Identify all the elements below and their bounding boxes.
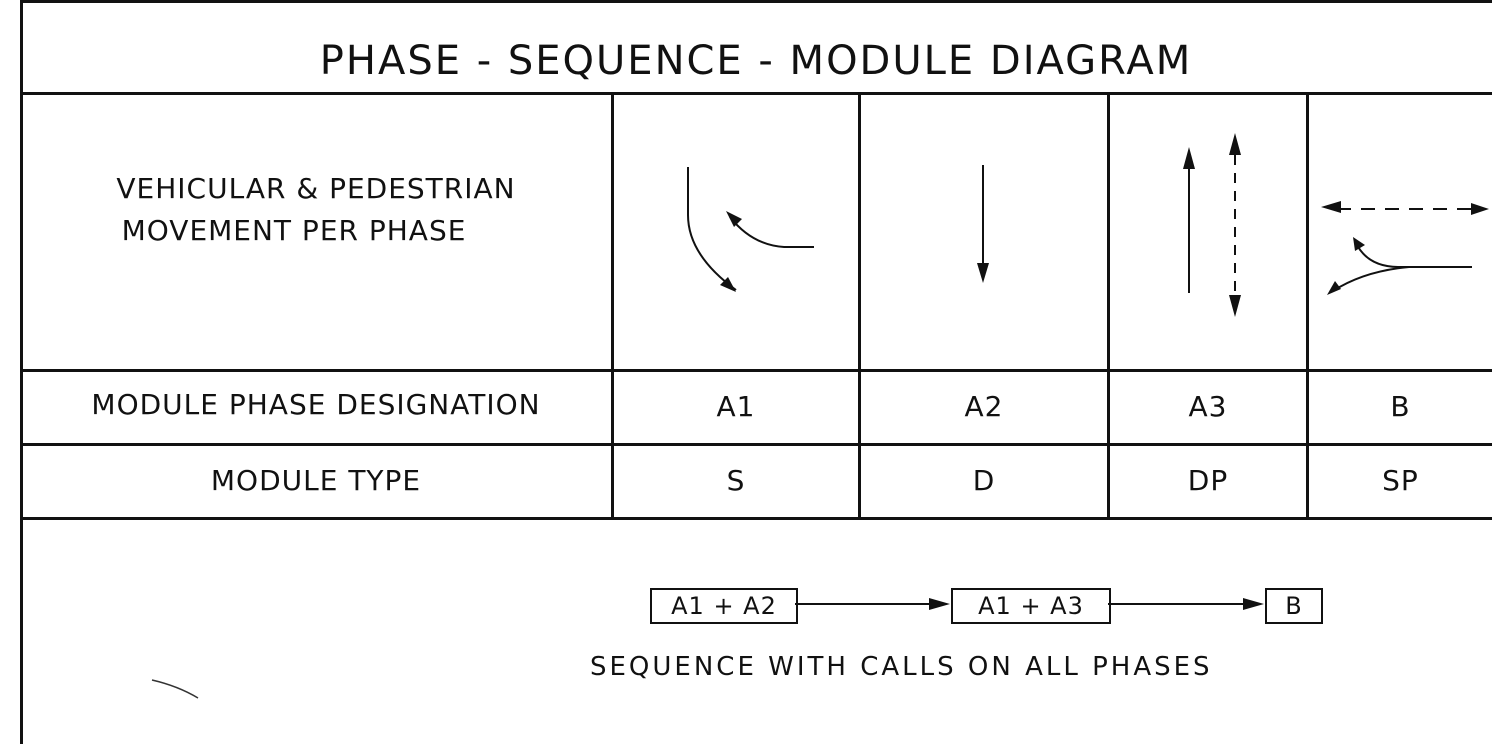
phase-designation-cell: A3 (1188, 390, 1228, 423)
column-divider-1 (611, 95, 614, 520)
column-divider-4 (1306, 95, 1309, 520)
module-type-cell: SP (1382, 464, 1419, 497)
diagram-title: PHASE - SEQUENCE - MODULE DIAGRAM (319, 38, 1193, 84)
module-type-cell: DP (1187, 464, 1229, 497)
phase-b-movement-icon (1321, 201, 1489, 295)
stray-mark (151, 679, 199, 699)
designation-divider (20, 443, 1492, 446)
phase-designation-cell: A2 (964, 390, 1004, 423)
top-border (20, 0, 1492, 3)
title-divider (20, 92, 1492, 95)
sequence-step-box: B (1265, 588, 1323, 624)
phase-a3-movement-icon (1183, 133, 1241, 317)
type-row-label: MODULE TYPE (210, 464, 422, 497)
movement-divider (20, 369, 1492, 372)
movement-row-label-line1: VEHICULAR & PEDESTRIAN (116, 172, 516, 205)
column-divider-2 (858, 95, 861, 520)
phase-a1-movement-icon (687, 167, 814, 292)
designation-row-label: MODULE PHASE DESIGNATION (91, 388, 541, 421)
module-type-cell: D (972, 464, 996, 497)
column-divider-3 (1107, 95, 1110, 520)
type-divider (20, 517, 1492, 520)
movement-row-label-line2: MOVEMENT PER PHASE (121, 214, 467, 247)
left-border (20, 0, 23, 744)
sequence-step-box: A1 + A2 (650, 588, 798, 624)
phase-designation-cell: A1 (716, 390, 756, 423)
module-type-cell: S (726, 464, 746, 497)
sequence-caption: SEQUENCE WITH CALLS ON ALL PHASES (590, 652, 1213, 682)
sequence-step-box: A1 + A3 (951, 588, 1111, 624)
sequence-arrow-1 (795, 598, 950, 610)
phase-a2-movement-icon (977, 165, 989, 283)
sequence-arrow-2 (1108, 598, 1264, 610)
phase-designation-cell: B (1390, 390, 1411, 423)
